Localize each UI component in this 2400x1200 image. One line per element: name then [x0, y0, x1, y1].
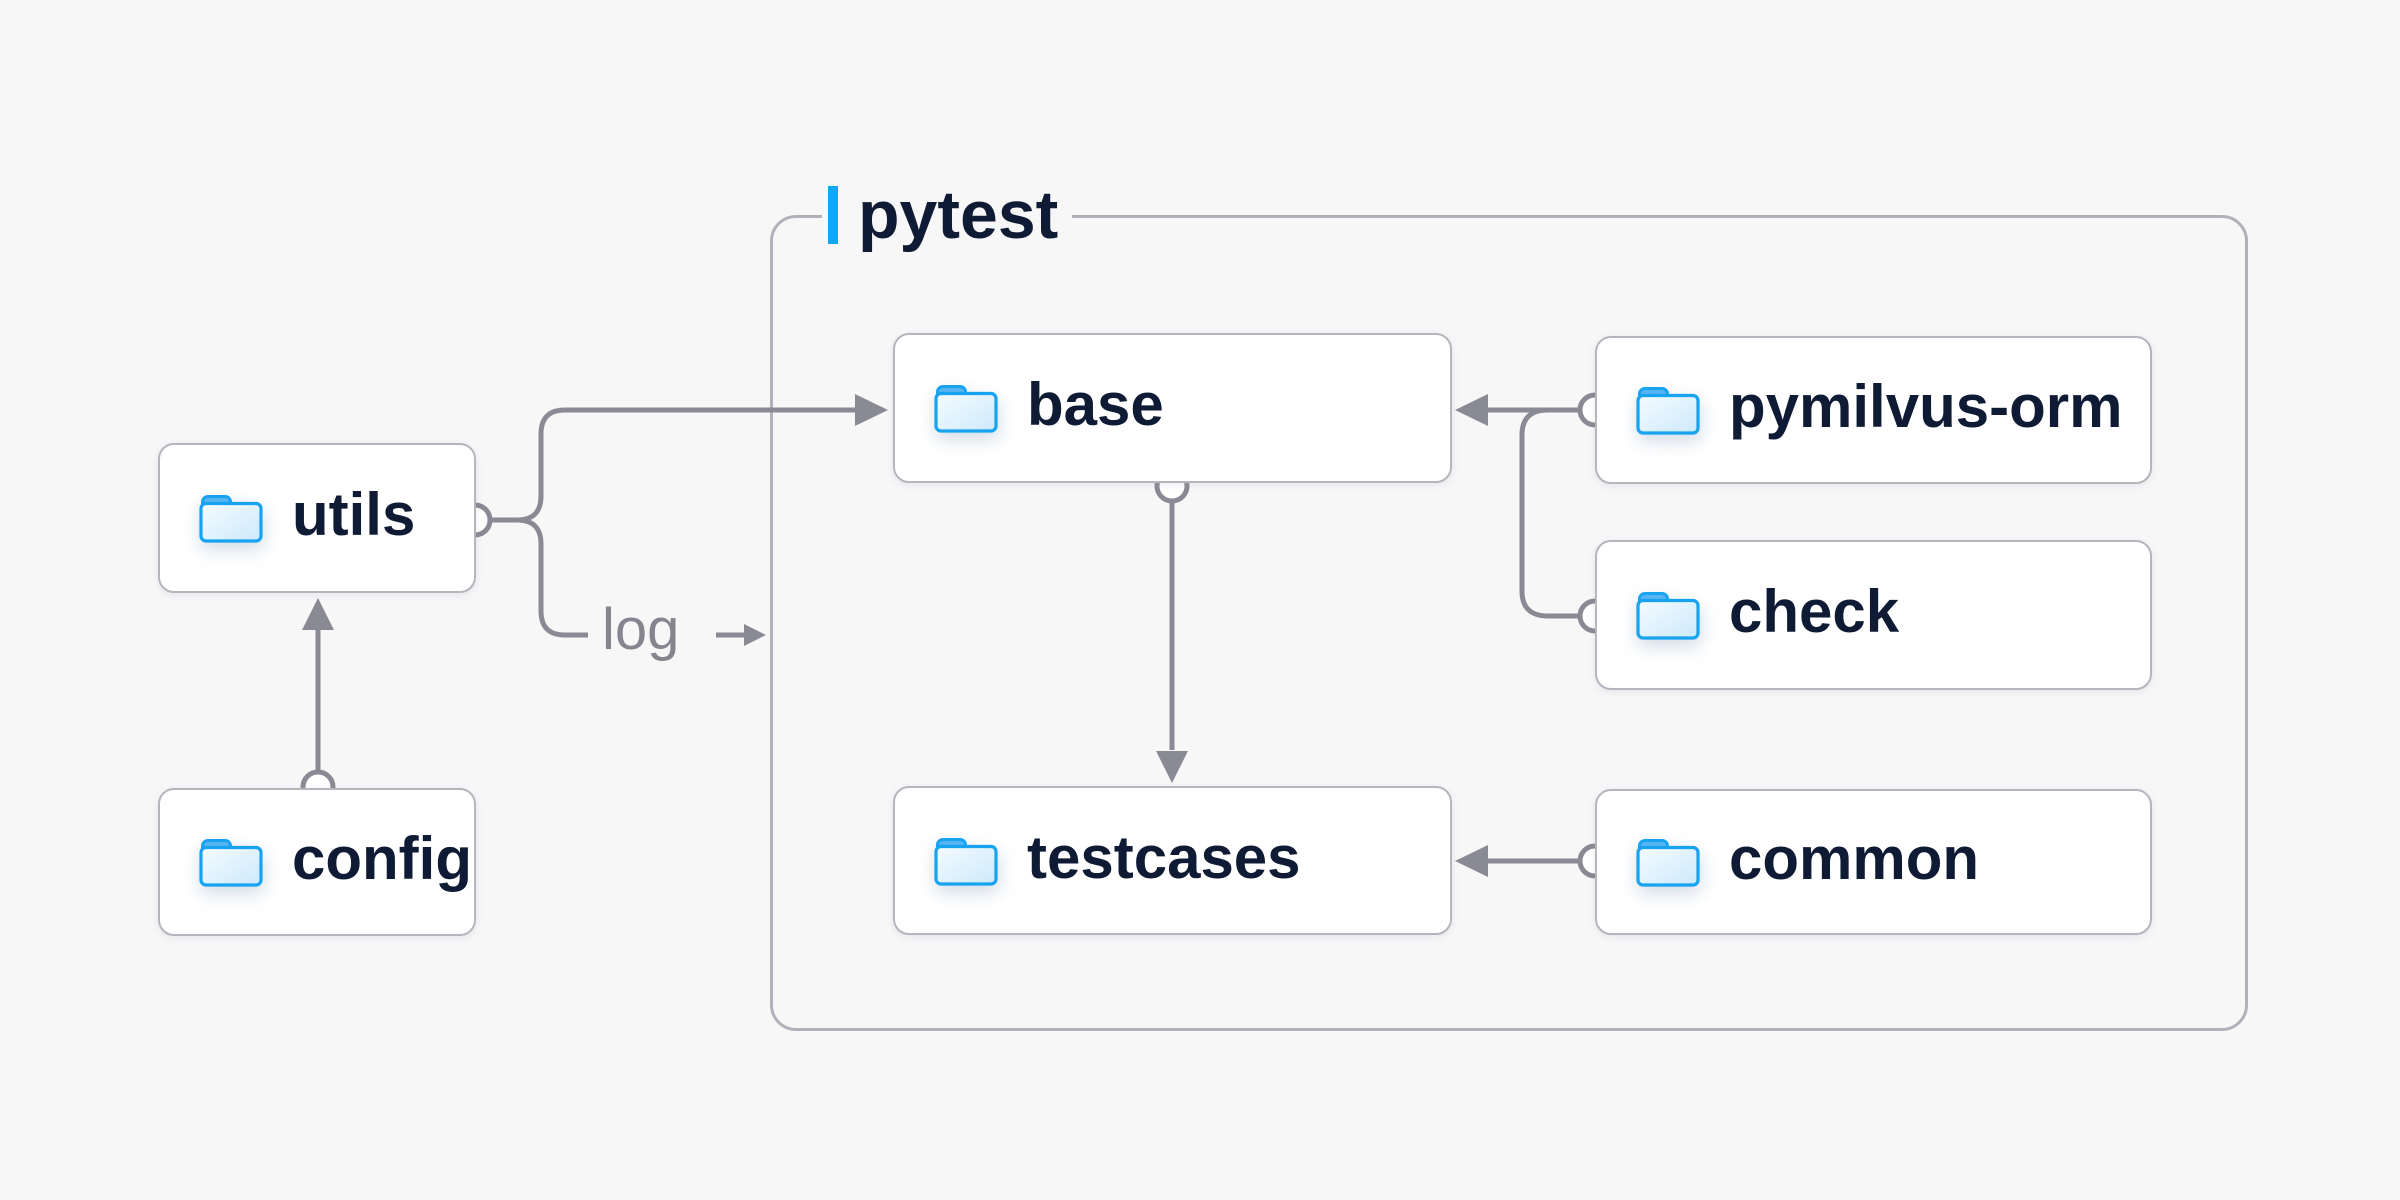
accent-bar: [828, 186, 838, 244]
node-label: common: [1729, 825, 1980, 892]
node-base: base: [893, 333, 1452, 483]
node-label: pymilvus-orm: [1729, 373, 2123, 440]
folder-icon: [934, 837, 998, 886]
edge-base-to-testcases: [1156, 501, 1188, 783]
edge-pymilvus-check-to-base: [1455, 394, 1578, 619]
node-common: common: [1595, 789, 2152, 935]
folder-icon: [1636, 839, 1700, 887]
node-label: base: [1027, 371, 1164, 438]
node-label: testcases: [1027, 823, 1301, 891]
pytest-group-box: [770, 215, 2248, 1031]
node-label: check: [1729, 578, 1900, 645]
log-edge-label: log: [602, 597, 680, 662]
folder-icon: [1636, 592, 1700, 640]
node-label: utils: [292, 481, 416, 548]
edge-config-to-utils: [302, 598, 334, 772]
node-utils: utils: [158, 443, 476, 593]
folder-icon: [199, 839, 263, 887]
node-config: config: [158, 788, 476, 936]
folder-icon: [1636, 387, 1700, 435]
folder-icon: [199, 495, 263, 543]
edge-utils-to-base: [490, 394, 888, 523]
folder-icon: [934, 385, 998, 433]
node-pymilvus-orm: pymilvus-orm: [1595, 336, 2152, 484]
node-check: check: [1595, 540, 2152, 690]
edge-common-to-testcases: [1455, 845, 1578, 877]
node-label: config: [292, 825, 472, 892]
edge-utils-to-log: [516, 517, 766, 646]
node-testcases: testcases: [893, 786, 1452, 935]
group-title: pytest: [858, 177, 1059, 253]
pytest-group-label: pytest: [822, 177, 1073, 253]
